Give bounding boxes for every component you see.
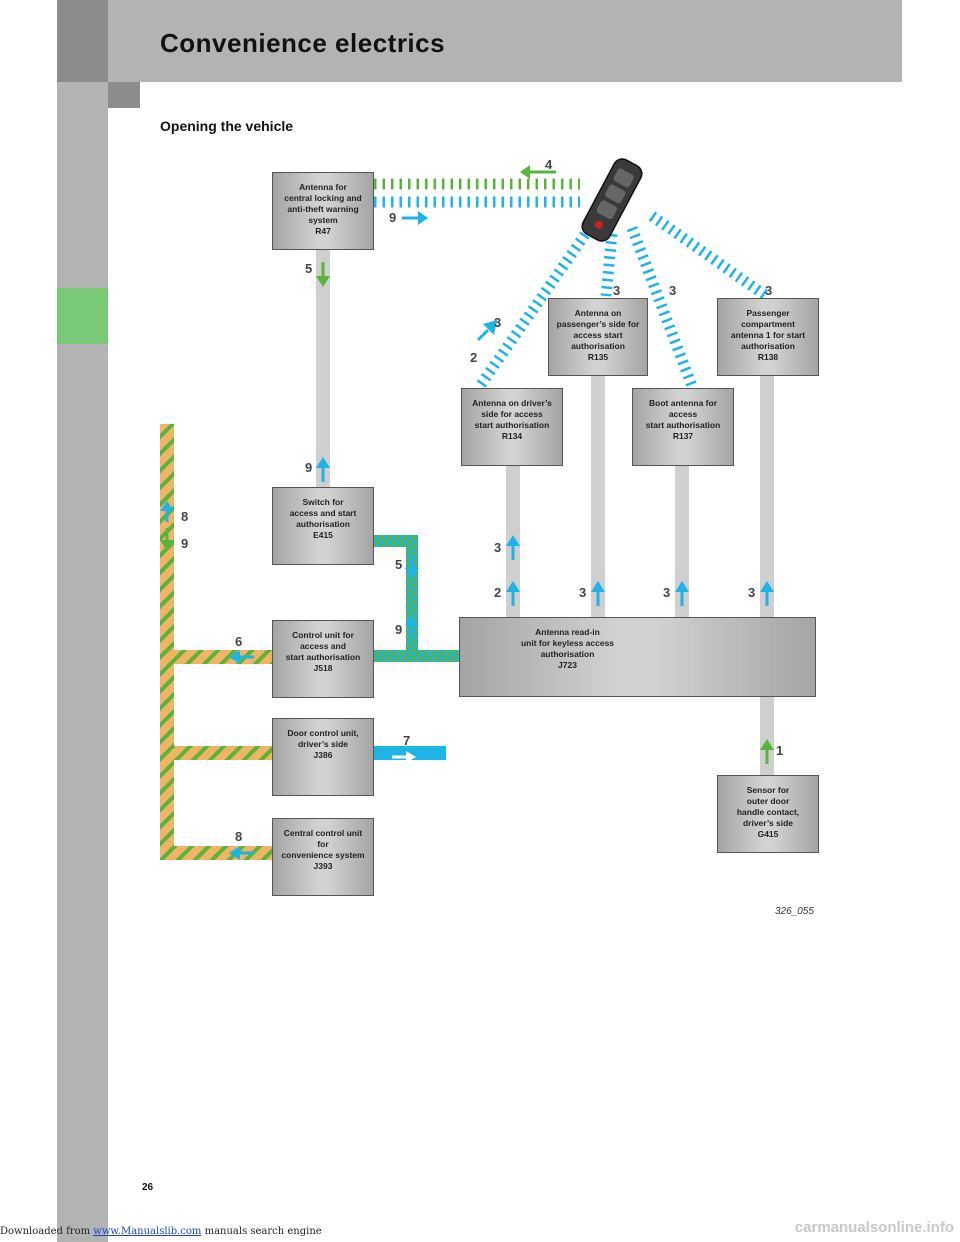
step-number-3: 3 xyxy=(579,585,587,600)
arrow-8-left xyxy=(229,846,254,860)
step-number-8: 8 xyxy=(181,509,189,524)
arrow-9-up-bus xyxy=(405,615,419,640)
arrow-9-up xyxy=(316,457,330,482)
footer-prefix: Downloaded from xyxy=(0,1226,94,1237)
step-number-9: 9 xyxy=(389,210,397,225)
step-number-3: 3 xyxy=(765,283,773,298)
step-number-9: 9 xyxy=(305,460,313,475)
page-number: 26 xyxy=(142,1182,154,1193)
box-antenna-r135: Antenna on passenger’s side for access s… xyxy=(548,298,648,376)
figure-id: 326_055 xyxy=(775,906,814,917)
arrow-2-diagonal xyxy=(476,320,497,342)
box-control-unit-j518: Control unit for access and start author… xyxy=(272,620,374,698)
step-number-8: 8 xyxy=(235,829,243,844)
step-number-3: 3 xyxy=(663,585,671,600)
radio-link-r47 xyxy=(374,178,580,208)
step-number-7: 7 xyxy=(403,733,411,748)
arrow-2-r134-lower xyxy=(506,581,520,606)
step-number-1: 1 xyxy=(776,743,784,758)
box-sensor-g415: Sensor for outer door handle contact, dr… xyxy=(717,775,819,853)
arrow-1-up xyxy=(760,739,774,764)
arrows xyxy=(160,165,774,860)
can-bus-green-blue xyxy=(372,535,460,662)
step-number-9: 9 xyxy=(181,536,189,551)
left-margin-band xyxy=(57,0,108,1242)
box-antenna-r47: Antenna for central locking and anti-the… xyxy=(272,172,374,250)
arrow-7-right xyxy=(392,751,416,763)
arrow-9-down xyxy=(160,528,174,551)
arrow-5-down-bus xyxy=(405,554,419,579)
step-number-2: 2 xyxy=(470,350,478,365)
arrow-3-r138 xyxy=(760,581,774,606)
watermark: carmanualsonline.info xyxy=(794,1219,954,1236)
arrow-3-r135 xyxy=(591,581,605,606)
box-switch-e415: Switch for access and start authorisatio… xyxy=(272,487,374,565)
signal-lines xyxy=(316,250,774,776)
arrow-5-down xyxy=(316,262,330,287)
box-antenna-r137: Boot antenna for access start authorisat… xyxy=(632,388,734,466)
step-number-3: 3 xyxy=(494,540,502,555)
box-antenna-r138: Passenger compartment antenna 1 for star… xyxy=(717,298,819,376)
step-number-3: 3 xyxy=(748,585,756,600)
step-number-3: 3 xyxy=(613,283,621,298)
arrow-4 xyxy=(520,165,556,179)
remote-key-icon xyxy=(581,158,643,242)
left-margin-dark-block xyxy=(57,0,108,82)
arrow-3-r134-upper xyxy=(506,535,520,560)
step-number-4: 4 xyxy=(545,157,553,172)
step-number-9: 9 xyxy=(395,622,403,637)
footer-suffix: manuals search engine xyxy=(201,1226,322,1237)
arrow-3-r137 xyxy=(675,581,689,606)
box-antenna-r134: Antenna on driver’s side for access star… xyxy=(461,388,563,466)
page-title: Convenience electrics xyxy=(160,28,446,58)
section-title: Opening the vehicle xyxy=(160,118,294,134)
can-bus-orange xyxy=(160,424,274,860)
box-door-control-j386: Door control unit, driver’s side J386 xyxy=(272,718,374,796)
step-number-3: 3 xyxy=(494,315,502,330)
radio-beams xyxy=(475,211,770,390)
header-square xyxy=(108,82,140,108)
step-number-5: 5 xyxy=(305,261,313,276)
box-antenna-readin-j723: Antenna read-in unit for keyless access … xyxy=(459,617,816,697)
step-number-3: 3 xyxy=(669,283,677,298)
chapter-tab-marker xyxy=(57,288,108,344)
step-number-5: 5 xyxy=(395,557,403,572)
arrow-8-up xyxy=(160,501,174,522)
step-number-2: 2 xyxy=(494,585,502,600)
footer-link[interactable]: www.Manualslib.com xyxy=(93,1226,202,1237)
footer-note: Downloaded from www.Manualslib.com manua… xyxy=(0,1226,322,1237)
arrow-9-r47 xyxy=(402,211,428,225)
step-number-6: 6 xyxy=(235,634,243,649)
arrow-6-left xyxy=(229,650,254,664)
box-central-control-j393: Central control unit for convenience sys… xyxy=(272,818,374,896)
header-bar xyxy=(108,0,902,82)
